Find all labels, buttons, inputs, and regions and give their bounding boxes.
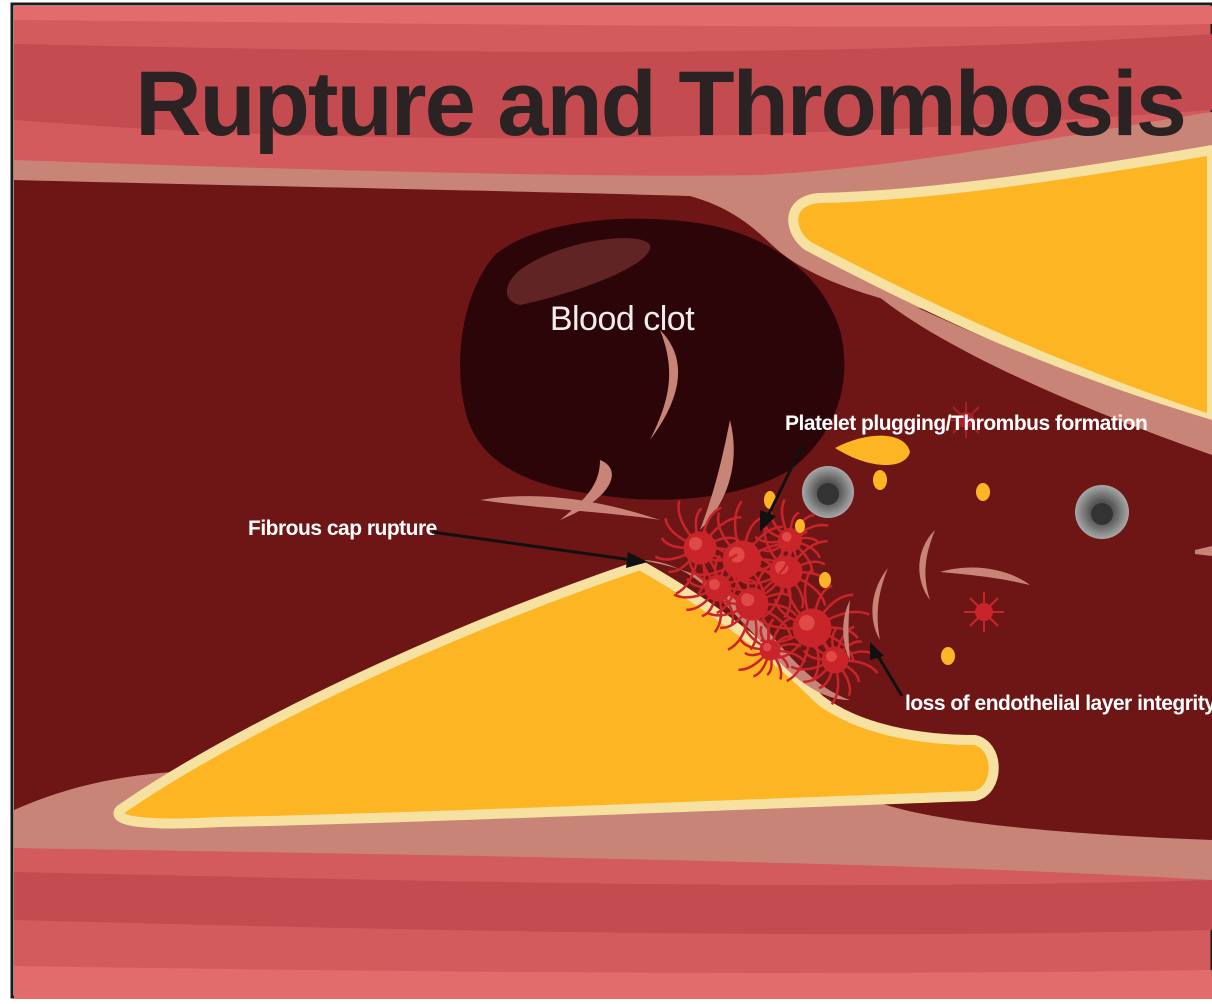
platelet-plugging-label: Platelet plugging/Thrombus formation: [785, 412, 1147, 435]
leukocyte-cell: [802, 466, 854, 518]
fibrous-cap-rupture-label: Fibrous cap rupture: [248, 517, 437, 540]
free-platelet: [964, 592, 1004, 632]
blood-clot-label: Blood clot: [550, 300, 695, 338]
leukocyte-cell: [1075, 485, 1129, 539]
endothelial-loss-label: loss of endothelial layer integrity: [905, 692, 1212, 715]
blood-clot: [460, 219, 844, 500]
diagram-title: Rupture and Thrombosis: [135, 53, 1185, 155]
